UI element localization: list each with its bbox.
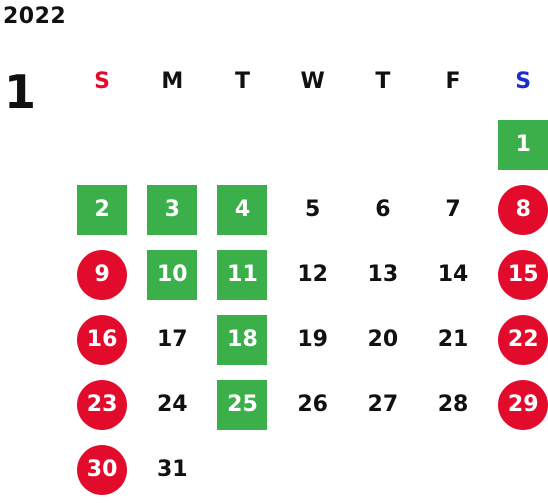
day-cell: 15 xyxy=(488,242,548,307)
day-cell: 12 xyxy=(278,242,348,307)
empty-day xyxy=(288,120,338,170)
empty-day xyxy=(358,120,408,170)
day-cell xyxy=(418,112,488,177)
day-6[interactable]: 6 xyxy=(375,197,391,222)
day-28[interactable]: 28 xyxy=(437,392,469,417)
day-cell xyxy=(488,437,548,502)
day-cell xyxy=(137,112,207,177)
day-cell xyxy=(207,437,277,502)
day-cell: 8 xyxy=(488,177,548,242)
day-1[interactable]: 1 xyxy=(498,119,548,170)
weekday-header-sunday: S xyxy=(94,68,111,94)
day-26[interactable]: 26 xyxy=(297,392,328,417)
day-31[interactable]: 31 xyxy=(156,457,188,482)
empty-day xyxy=(288,445,338,495)
day-cell: 17 xyxy=(137,307,207,372)
day-23[interactable]: 23 xyxy=(77,379,128,430)
empty-day xyxy=(428,445,478,495)
day-cell: 2 xyxy=(67,177,137,242)
day-cell: 30 xyxy=(67,437,137,502)
weekday-header-thursday: T xyxy=(375,68,391,94)
day-cell: 27 xyxy=(348,372,418,437)
year-label: 2022 xyxy=(3,4,67,29)
weekday-header-saturday: S xyxy=(515,68,532,94)
day-cell: 13 xyxy=(348,242,418,307)
day-cell xyxy=(278,437,348,502)
day-cell xyxy=(418,437,488,502)
day-cell: 31 xyxy=(137,437,207,502)
day-cell xyxy=(67,112,137,177)
day-cell: 18 xyxy=(207,307,277,372)
weekday-header-friday: F xyxy=(445,68,461,94)
day-2[interactable]: 2 xyxy=(77,184,128,235)
day-10[interactable]: 10 xyxy=(147,249,198,300)
day-14[interactable]: 14 xyxy=(437,262,469,287)
day-cell: 23 xyxy=(67,372,137,437)
day-cell: 29 xyxy=(488,372,548,437)
day-cell: 5 xyxy=(278,177,348,242)
day-5[interactable]: 5 xyxy=(305,197,321,222)
day-3[interactable]: 3 xyxy=(147,184,198,235)
day-cell: 21 xyxy=(418,307,488,372)
day-30[interactable]: 30 xyxy=(77,444,128,495)
day-18[interactable]: 18 xyxy=(217,314,268,365)
day-21[interactable]: 21 xyxy=(437,327,469,352)
day-27[interactable]: 27 xyxy=(367,392,399,417)
day-cell: 4 xyxy=(207,177,277,242)
day-cell xyxy=(348,112,418,177)
day-29[interactable]: 29 xyxy=(498,379,548,430)
day-cell: 11 xyxy=(207,242,277,307)
weekday-header-tuesday: T xyxy=(234,68,250,94)
day-cell: 3 xyxy=(137,177,207,242)
day-cell: 22 xyxy=(488,307,548,372)
day-cell xyxy=(207,112,277,177)
day-cell: 26 xyxy=(278,372,348,437)
day-22[interactable]: 22 xyxy=(498,314,548,365)
day-4[interactable]: 4 xyxy=(217,184,268,235)
day-16[interactable]: 16 xyxy=(77,314,128,365)
day-cell: 14 xyxy=(418,242,488,307)
day-cell: 28 xyxy=(418,372,488,437)
day-20[interactable]: 20 xyxy=(367,327,399,352)
day-cell: 25 xyxy=(207,372,277,437)
weekday-header-wednesday: W xyxy=(300,68,325,94)
day-19[interactable]: 19 xyxy=(297,327,328,352)
day-cell: 19 xyxy=(278,307,348,372)
day-17[interactable]: 17 xyxy=(156,327,188,352)
day-cell xyxy=(348,437,418,502)
day-8[interactable]: 8 xyxy=(498,184,548,235)
empty-day xyxy=(147,120,197,170)
empty-day xyxy=(498,445,548,495)
day-cell: 10 xyxy=(137,242,207,307)
empty-day xyxy=(217,120,267,170)
day-13[interactable]: 13 xyxy=(367,262,399,287)
empty-day xyxy=(217,445,267,495)
day-24[interactable]: 24 xyxy=(156,392,188,417)
empty-day xyxy=(77,120,127,170)
month-label: 1 xyxy=(4,65,37,119)
day-cell: 20 xyxy=(348,307,418,372)
weekday-header-monday: M xyxy=(161,68,184,94)
day-cell: 16 xyxy=(67,307,137,372)
empty-day xyxy=(358,445,408,495)
day-cell xyxy=(278,112,348,177)
day-11[interactable]: 11 xyxy=(217,249,268,300)
day-12[interactable]: 12 xyxy=(297,262,328,287)
day-25[interactable]: 25 xyxy=(217,379,268,430)
day-cell: 24 xyxy=(137,372,207,437)
day-cell: 1 xyxy=(488,112,548,177)
day-7[interactable]: 7 xyxy=(445,197,461,222)
day-cell: 7 xyxy=(418,177,488,242)
day-cell: 9 xyxy=(67,242,137,307)
empty-day xyxy=(428,120,478,170)
day-9[interactable]: 9 xyxy=(77,249,128,300)
day-cell: 6 xyxy=(348,177,418,242)
day-15[interactable]: 15 xyxy=(498,249,548,300)
